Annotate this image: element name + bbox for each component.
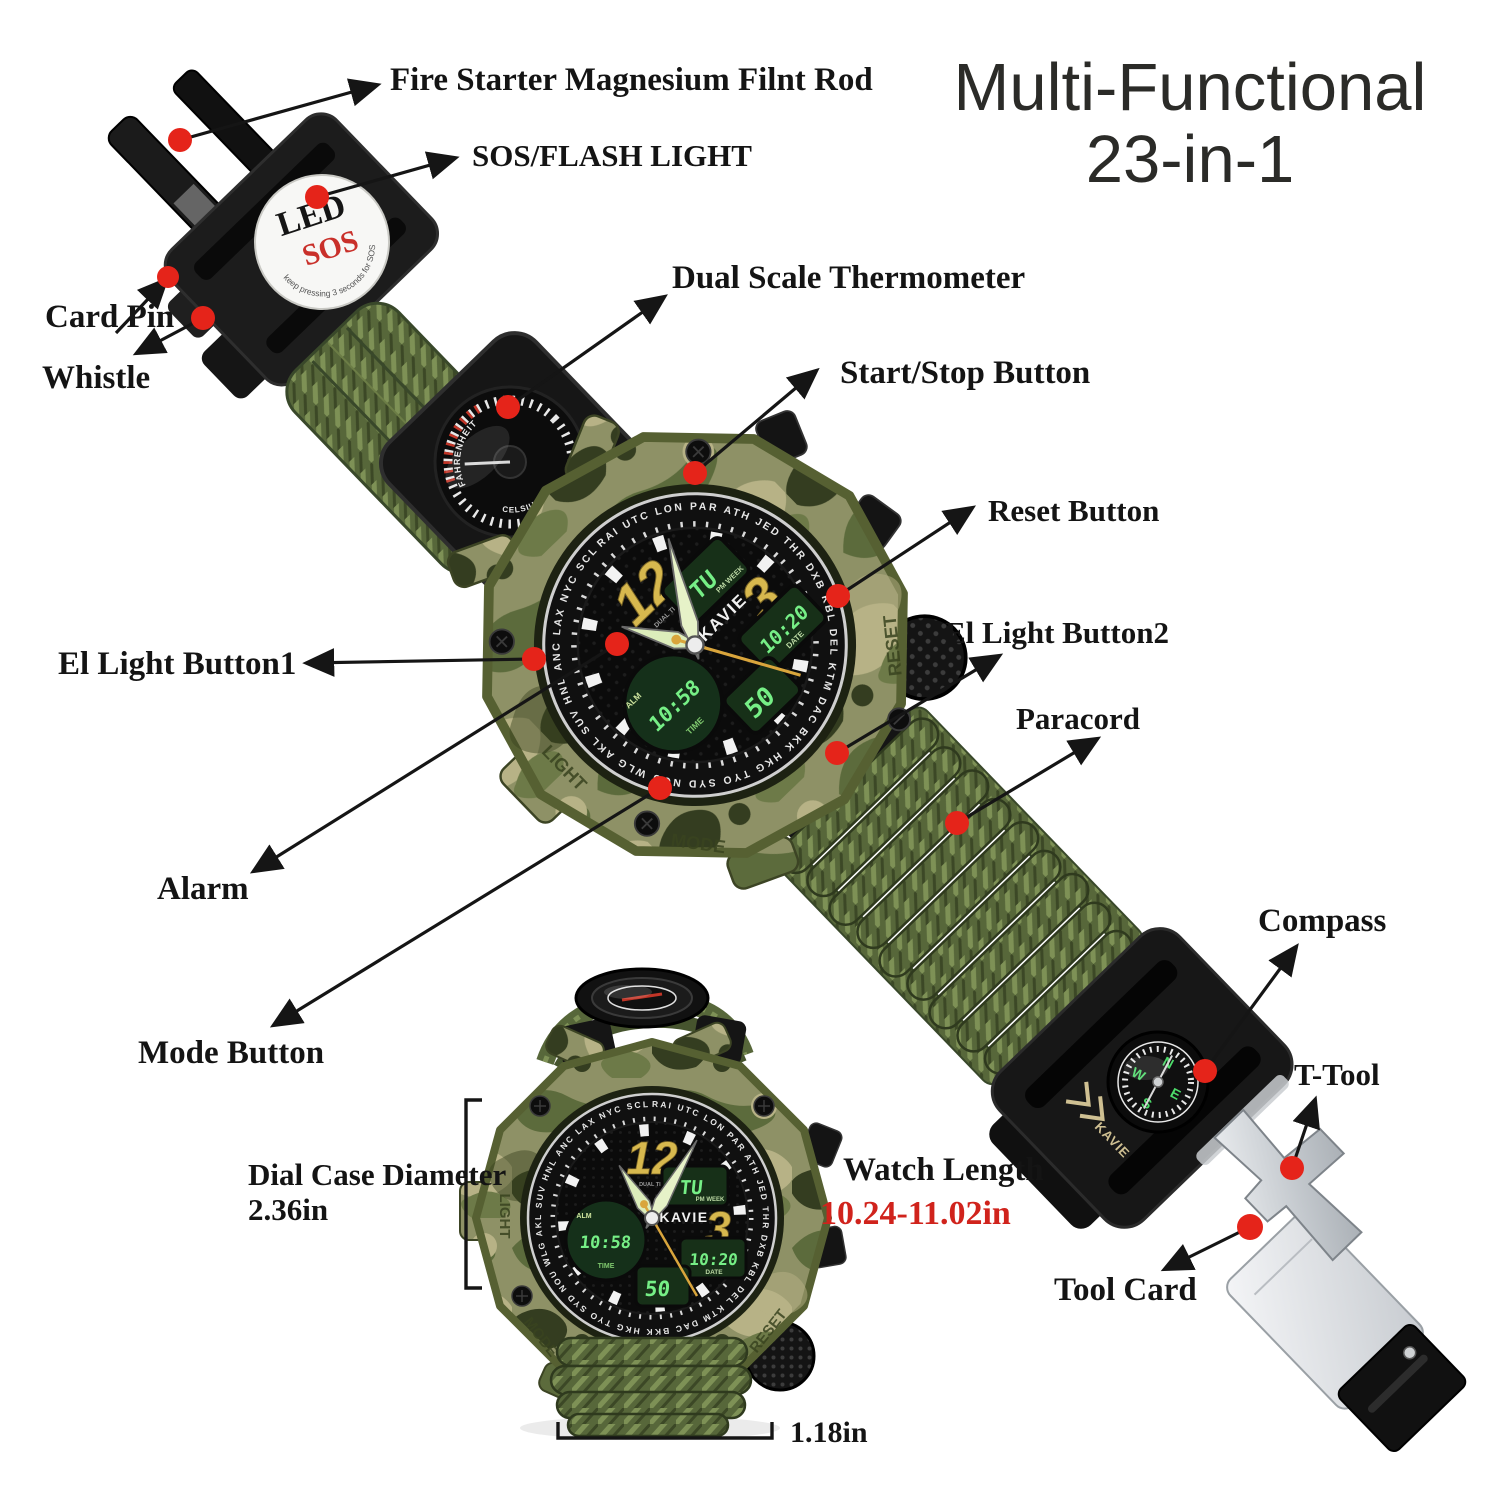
dot-start-stop (683, 461, 707, 485)
leader-compass (1203, 943, 1299, 1072)
bottom-watch-compass (574, 967, 710, 1029)
label-compass: Compass (1258, 903, 1387, 939)
leader-el-light1 (302, 648, 535, 677)
dot-el-light1 (522, 647, 546, 671)
dot-fire-starter (168, 128, 192, 152)
dot-mode (648, 776, 672, 800)
t-tool (1213, 1108, 1363, 1262)
page-title-line2: 23-in-1 (1086, 122, 1295, 197)
dot-tool-card (1237, 1214, 1263, 1240)
label-el-light1: El Light Button1 (58, 646, 296, 682)
dot-thermometer (496, 395, 520, 419)
label-el-light2: El Light Button2 (945, 615, 1169, 650)
clip-pin (1402, 1346, 1417, 1360)
leader-paracord (956, 736, 1102, 825)
dot-paracord (945, 811, 969, 835)
dial-diameter-label-line2: 2.36in (248, 1192, 328, 1227)
dot-reset (826, 584, 850, 608)
label-tool-card: Tool Card (1054, 1272, 1197, 1308)
leader-sos (316, 151, 460, 199)
dot-card-pin (157, 266, 179, 288)
thermometer-red-scale (443, 401, 486, 483)
band-width-value: 1.18in (790, 1416, 868, 1449)
label-fire-starter: Fire Starter Magnesium Filnt Rod (390, 62, 873, 98)
dial-diameter-bracket (464, 1098, 482, 1290)
dot-t-tool (1280, 1156, 1304, 1180)
leader-card-pin (114, 276, 170, 335)
label-mode: Mode Button (138, 1035, 324, 1071)
label-thermometer: Dual Scale Thermometer (672, 260, 1025, 296)
leader-el-light2 (836, 653, 1004, 755)
leader-start-stop (693, 367, 820, 475)
label-alarm: Alarm (157, 871, 249, 907)
leader-whistle (132, 316, 204, 356)
dot-sos (305, 185, 329, 209)
label-whistle: Whistle (42, 360, 150, 396)
red-dots (157, 128, 1304, 1240)
page-title-line1: Multi-Functional (954, 50, 1427, 125)
leader-thermometer (507, 294, 668, 409)
label-t-tool: T-Tool (1294, 1057, 1380, 1092)
leader-mode (269, 786, 661, 1028)
thermometer-needle (464, 460, 511, 466)
watch-length-value: 10.24-11.02in (820, 1195, 1011, 1232)
dot-whistle (191, 306, 215, 330)
dial-diameter-label-line1: Dial Case Diameter (248, 1157, 506, 1192)
label-sos: SOS/FLASH LIGHT (472, 138, 752, 173)
dot-alarm (605, 632, 629, 656)
label-start-stop: Start/Stop Button (840, 355, 1090, 391)
dot-el-light2 (825, 741, 849, 765)
paracord-band (767, 706, 1144, 1086)
watch-length-label: Watch Length (843, 1152, 1044, 1188)
leader-fire-starter (179, 78, 382, 142)
band-width-bracket (556, 1422, 774, 1440)
leader-tool-card (1160, 1225, 1251, 1272)
dot-compass (1193, 1059, 1217, 1083)
buckle-compass: N E S W (1106, 1030, 1210, 1134)
label-reset: Reset Button (988, 493, 1159, 528)
tool-card-clip (1337, 1323, 1467, 1453)
leader-alarm (249, 642, 618, 874)
bottom-watch-cord-wrap (549, 1336, 753, 1438)
label-paracord: Paracord (1016, 701, 1140, 736)
kavie-logo-mark (1065, 1081, 1105, 1122)
label-card-pin: Card Pin (45, 299, 174, 335)
leader-reset (837, 505, 977, 598)
compass-needle (621, 992, 663, 1002)
